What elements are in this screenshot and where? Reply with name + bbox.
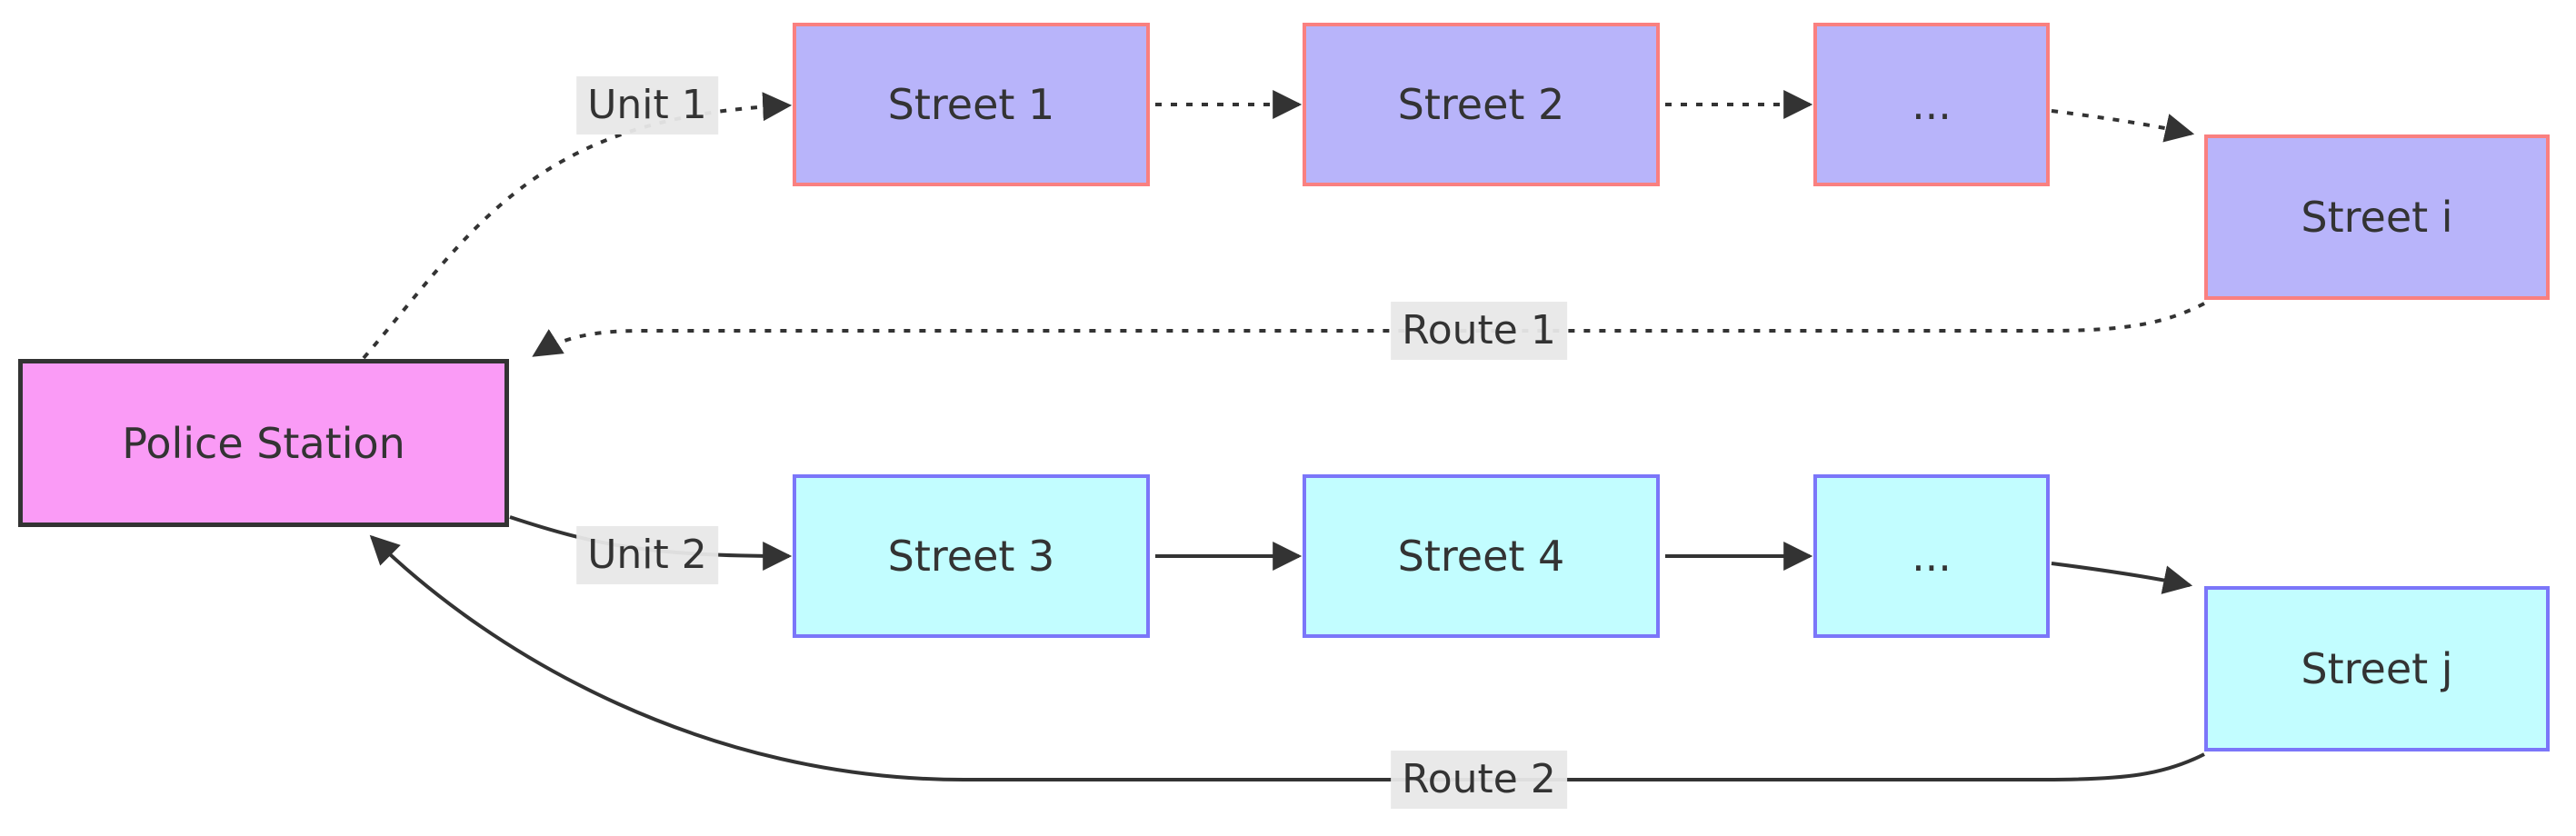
node-street-2: Street 2 xyxy=(1303,23,1660,186)
node-police-station: Police Station xyxy=(18,359,509,527)
node-street-3: Street 3 xyxy=(793,474,1150,638)
node-street-1-label: Street 1 xyxy=(887,80,1055,129)
node-street-i: Street i xyxy=(2204,134,2550,300)
edge-ellipsis-streetj-arrow xyxy=(2051,562,2193,594)
node-street-j: Street j xyxy=(2204,586,2550,751)
edge-label-route-1: Route 1 xyxy=(1391,302,1567,360)
edge-route1-arrow xyxy=(532,302,2205,357)
edge-route2-arrow xyxy=(369,534,2205,781)
edge-label-unit-2: Unit 2 xyxy=(576,526,718,584)
node-ellipsis-route2: ... xyxy=(1813,474,2050,638)
node-street-4-label: Street 4 xyxy=(1397,532,1565,581)
node-street-4: Street 4 xyxy=(1303,474,1660,638)
node-ellipsis-route1-label: ... xyxy=(1912,80,1952,129)
node-police-station-label: Police Station xyxy=(122,418,405,468)
node-ellipsis-route2-label: ... xyxy=(1912,532,1952,581)
node-street-3-label: Street 3 xyxy=(887,532,1055,581)
node-ellipsis-route1: ... xyxy=(1813,23,2050,186)
node-street-i-label: Street i xyxy=(2301,193,2453,242)
node-street-j-label: Street j xyxy=(2301,644,2453,693)
edge-label-route-2: Route 2 xyxy=(1391,751,1567,809)
edge-unit1-arrow xyxy=(362,92,793,360)
node-street-2-label: Street 2 xyxy=(1397,80,1565,129)
node-street-1: Street 1 xyxy=(793,23,1150,186)
edge-ellipsis-streeti-arrow xyxy=(2051,109,2195,143)
edge-label-unit-1: Unit 1 xyxy=(576,76,718,134)
